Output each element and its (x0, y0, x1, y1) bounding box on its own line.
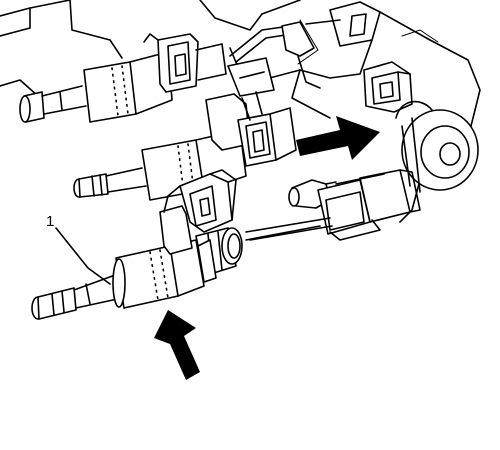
callout-label-1: 1 (46, 213, 55, 230)
arrow-icon (154, 310, 200, 380)
rear-injector-connector (363, 61, 413, 113)
wiring-harness (229, 19, 341, 89)
callout-leader-1 (55, 227, 111, 285)
rear-injector-body (395, 100, 479, 193)
fuel-rail (245, 169, 421, 241)
upper-injector (19, 33, 241, 123)
fuel-injector (31, 169, 321, 320)
arrow-icon (296, 116, 380, 160)
